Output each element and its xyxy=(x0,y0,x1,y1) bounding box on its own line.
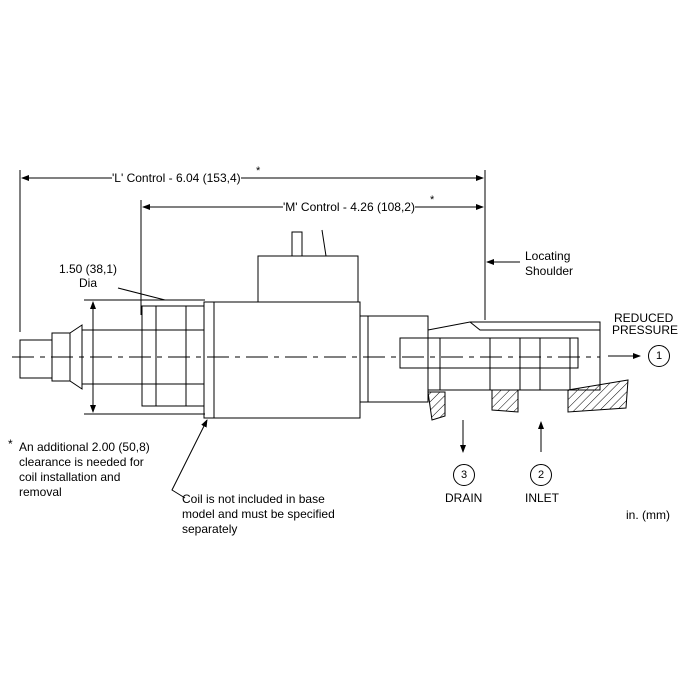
coil-note-line-1: Coil is not included in base xyxy=(182,492,325,506)
footnote-line-3: coil installation and xyxy=(19,470,121,484)
dia-leader xyxy=(117,287,166,301)
locating-shoulder-label-1: Locating xyxy=(525,249,571,263)
dia-label: Dia xyxy=(78,276,97,290)
port-2-marker: 2 xyxy=(530,464,552,486)
locating-shoulder-label-2: Shoulder xyxy=(525,264,574,278)
reduced-pressure-label-1: REDUCED xyxy=(614,311,674,325)
footnote-line-4: removal xyxy=(19,485,62,499)
m-control-asterisk: * xyxy=(430,194,435,206)
footnote-asterisk: * xyxy=(8,437,13,451)
port-1-marker: 1 xyxy=(648,345,670,367)
coil-connector xyxy=(257,255,359,303)
coil-note-line-2: model and must be specified xyxy=(182,507,335,521)
manifold-section xyxy=(427,379,629,421)
l-control-dimension: 'L' Control - 6.04 (153,4) xyxy=(112,171,241,185)
footnote-line-2: clearance is needed for xyxy=(19,455,144,469)
manual-override-stem xyxy=(19,339,53,379)
units-label: in. (mm) xyxy=(626,508,670,522)
adjusting-nut xyxy=(141,305,205,407)
valve-tube xyxy=(359,315,429,403)
coil-note-line-3: separately xyxy=(182,522,238,536)
m-control-dimension: 'M' Control - 4.26 (108,2) xyxy=(283,200,415,214)
cartridge-spool xyxy=(399,337,579,369)
inlet-label: INLET xyxy=(525,491,560,505)
l-control-asterisk: * xyxy=(256,165,261,177)
drain-label: DRAIN xyxy=(445,491,483,505)
coil-leader xyxy=(171,419,208,499)
port-3-marker: 3 xyxy=(453,464,475,486)
coil-body xyxy=(203,301,361,419)
reduced-pressure-label-2: PRESSURE xyxy=(612,323,679,337)
footnote-line-1: An additional 2.00 (50,8) xyxy=(19,440,150,454)
dia-value: 1.50 (38,1) xyxy=(58,262,118,276)
